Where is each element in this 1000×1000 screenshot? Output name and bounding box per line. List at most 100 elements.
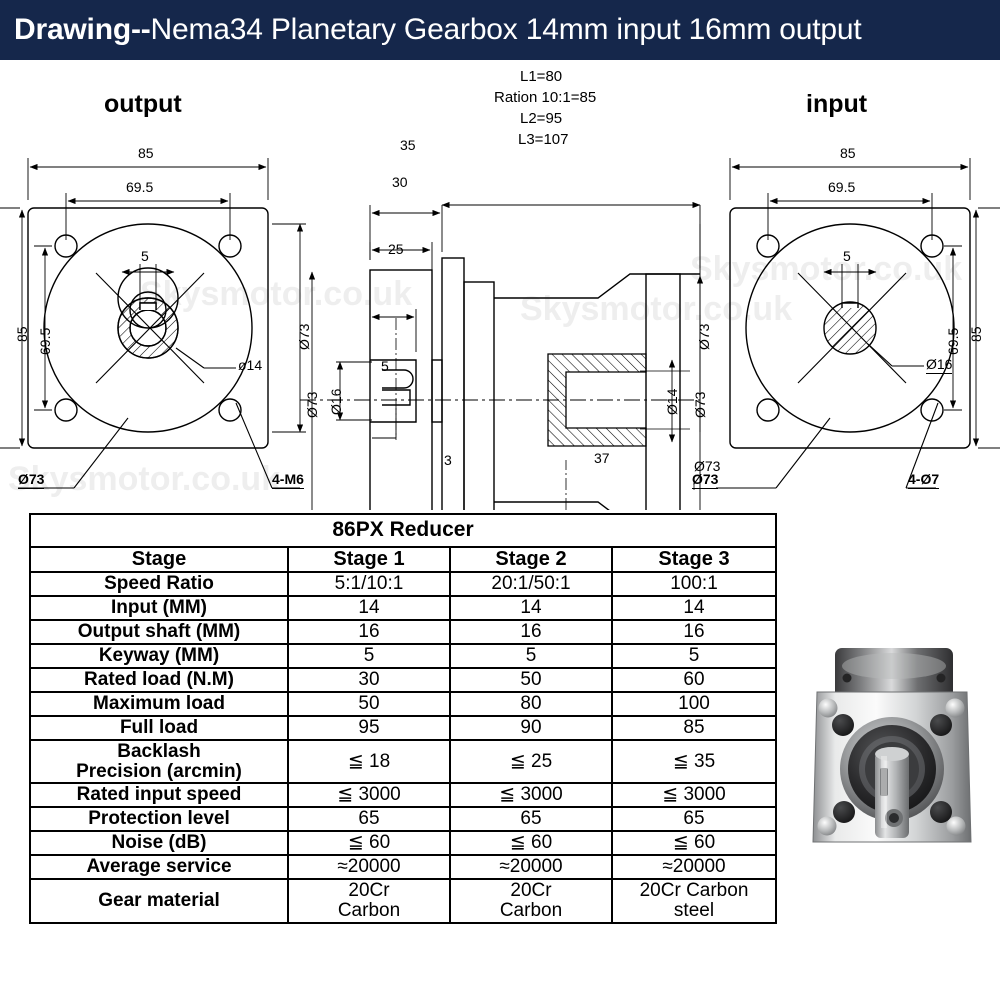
center-dim-35: 35 [400,137,416,153]
center-dim-25: 25 [388,241,404,257]
column-header-3: Stage 3 [611,546,777,573]
row-label-3: Keyway (MM) [29,642,289,669]
row-8-value-2: ≦ 3000 [611,782,777,809]
table-title-row: 86PX Reducer [29,513,777,548]
row-10-value-2: ≦ 60 [611,830,777,857]
right-dim-width-outer: 85 [840,145,856,161]
right-dim-height-outer: 85 [968,326,984,342]
center-note-l2: L2=95 [520,110,563,127]
drawing-geometry [0,158,1000,510]
row-label-6: Full load [29,714,289,741]
center-dim-37: 37 [594,450,610,466]
row-label-5: Maximum load [29,690,289,717]
row-label-11: Average service [29,854,289,881]
center-dim-keyway: 5 [381,358,389,374]
row-label-12: Gear material [29,878,289,925]
left-dim-width-outer: 85 [138,145,154,161]
row-5-value-2: 100 [611,690,777,717]
row-0-value-1: 20:1/50:1 [449,571,613,597]
row-7-value-2: ≦ 35 [611,738,777,785]
left-dim-height-inner: 69.5 [37,327,53,355]
table-title: 86PX Reducer [29,513,777,548]
left-note-holes: 4-M6 [272,471,304,489]
row-8-value-1: ≦ 3000 [449,782,613,809]
row-1-value-1: 14 [449,594,613,621]
row-7-value-0: ≦ 18 [287,738,451,785]
row-9-value-2: 65 [611,806,777,833]
column-header-1: Stage 1 [287,546,451,573]
row-5-value-1: 80 [449,690,613,717]
right-view-title: input [806,90,868,118]
row-9-value-0: 65 [287,806,451,833]
center-note-l3: L3=107 [518,131,569,148]
row-7-value-1: ≦ 25 [449,738,613,785]
left-dim-bore: ø14 [238,357,263,373]
row-0-value-0: 5:1/10:1 [287,571,451,597]
table-row: Noise (dB)≦ 60≦ 60≦ 60 [29,830,777,857]
row-2-value-2: 16 [611,618,777,645]
row-11-value-0: ≈20000 [287,854,451,881]
row-label-4: Rated load (N.M) [29,666,289,693]
center-dim-shaft-dia: Ø16 [328,388,344,415]
table-row: Average service≈20000≈20000≈20000 [29,854,777,881]
row-2-value-0: 16 [287,618,451,645]
center-dim-pilot-left: Ø73 [304,391,320,418]
center-dim-3: 3 [444,452,452,468]
center-dim-30: 30 [392,174,408,190]
right-dim-keyway: 5 [843,248,851,264]
row-3-value-2: 5 [611,642,777,669]
right-dim-width-inner: 69.5 [828,179,856,195]
row-label-10: Noise (dB) [29,830,289,857]
row-6-value-0: 95 [287,714,451,741]
row-label-8: Rated input speed [29,782,289,809]
left-dim-pilot-right: Ø73 [296,323,312,350]
row-label-0: Speed Ratio [29,571,289,597]
row-9-value-1: 65 [449,806,613,833]
row-2-value-1: 16 [449,618,613,645]
table-row: Rated input speed≦ 3000≦ 3000≦ 3000 [29,782,777,809]
row-6-value-1: 90 [449,714,613,741]
center-dim-pilot-right: Ø73 [692,391,708,418]
row-4-value-1: 50 [449,666,613,693]
left-dim-keyway: 5 [141,248,149,264]
center-note-pilot-right: Ø73 [694,458,721,474]
gearbox-photo-svg [812,648,972,843]
row-label-2: Output shaft (MM) [29,618,289,645]
right-dim-bore: Ø16 [926,356,953,374]
column-header-0: Stage [29,546,289,573]
row-10-value-0: ≦ 60 [287,830,451,857]
page-header: Drawing--Nema34 Planetary Gearbox 14mm i… [0,0,1000,60]
center-dim-bore: Ø14 [664,388,680,415]
column-header-2: Stage 2 [449,546,613,573]
center-note-l1: L1=80 [520,68,563,85]
row-1-value-0: 14 [287,594,451,621]
row-10-value-1: ≦ 60 [449,830,613,857]
row-8-value-0: ≦ 3000 [287,782,451,809]
left-view-title: output [104,90,182,118]
row-label-9: Protection level [29,806,289,833]
page-title-text: Nema34 Planetary Gearbox 14mm input 16mm… [150,13,862,46]
left-dim-width-inner: 69.5 [126,179,154,195]
row-label-1: Input (MM) [29,594,289,621]
technical-drawing-area: Skysmotor.co.uk Skysmotor.co.uk Skysmoto… [0,60,1000,510]
right-note-holes: 4-Ø7 [908,471,940,489]
right-note-pilot: Ø73 [692,471,719,489]
row-3-value-1: 5 [449,642,613,669]
row-4-value-0: 30 [287,666,451,693]
row-6-value-2: 85 [611,714,777,741]
page-title: Drawing--Nema34 Planetary Gearbox 14mm i… [0,15,862,45]
